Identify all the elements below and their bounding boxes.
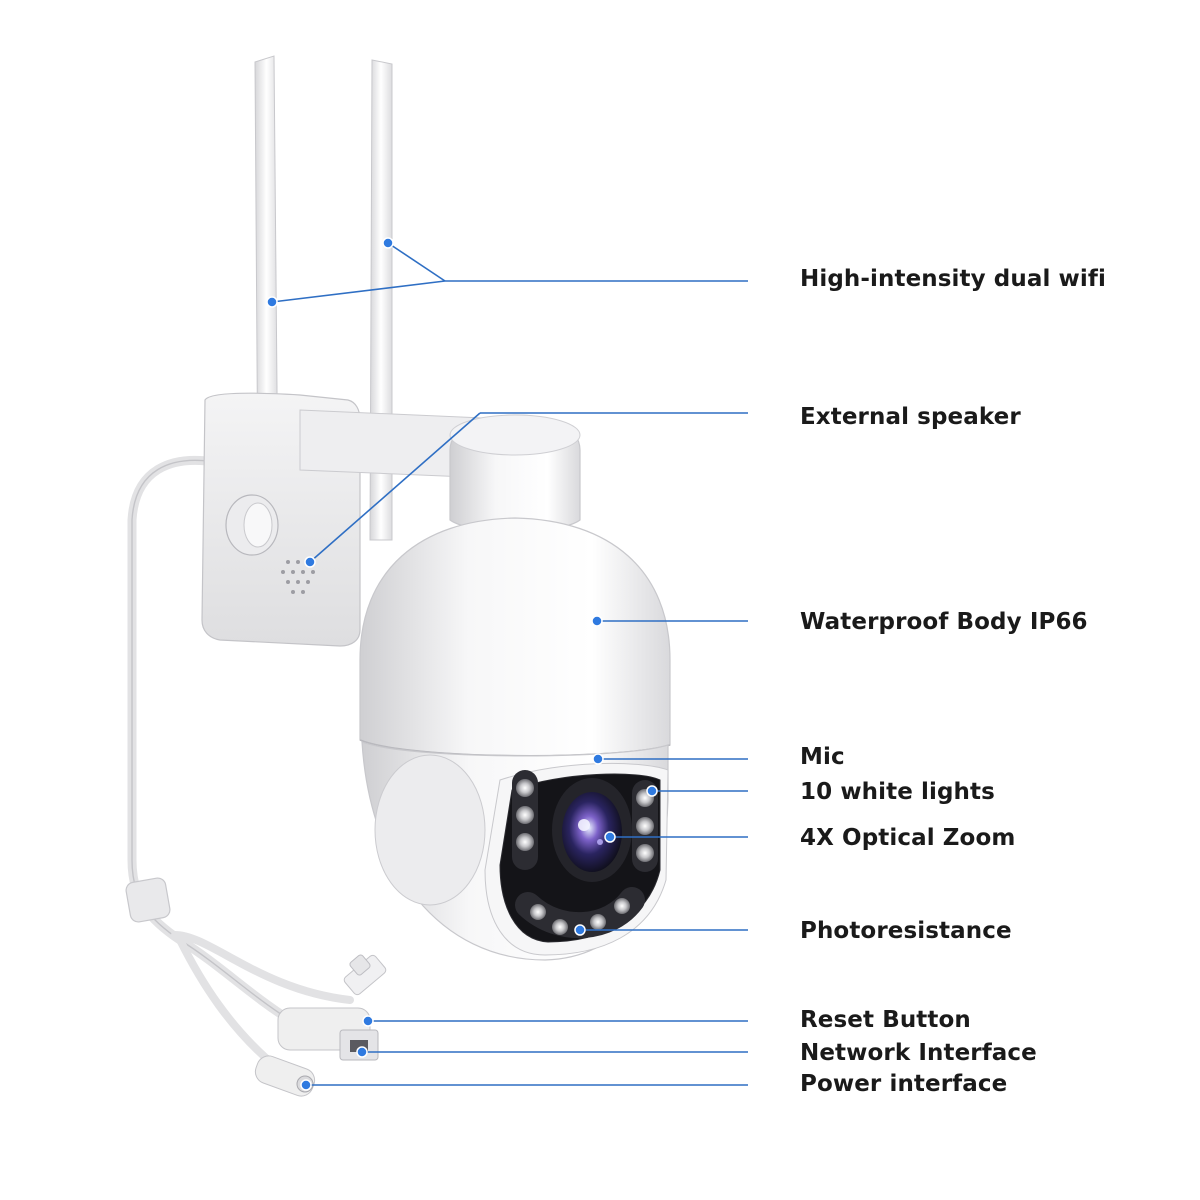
callout-label-power: Power interface — [800, 1071, 1008, 1097]
leader-lines — [266, 237, 748, 1091]
power-dot — [300, 1079, 312, 1091]
cable-connectors — [254, 954, 387, 1097]
leader-white-lights — [646, 785, 748, 797]
photoresistance-dot — [574, 924, 586, 936]
callout-label-body: Waterproof Body IP66 — [800, 609, 1088, 635]
optical-zoom-lens — [552, 778, 632, 882]
speaker-dot — [304, 556, 316, 568]
wifi-dot-right — [382, 237, 394, 249]
zoom-dot — [604, 831, 616, 843]
camera-neck — [449, 414, 581, 532]
leader-reset — [362, 1015, 748, 1027]
reset-button-connector — [343, 954, 387, 996]
callout-label-network: Network Interface — [800, 1040, 1037, 1066]
callout-label-speaker: External speaker — [800, 404, 1021, 430]
leader-mic — [592, 753, 748, 765]
wifi-dot-left — [266, 296, 278, 308]
antenna-mount-knob — [225, 494, 279, 556]
camera-dome — [359, 517, 671, 757]
network-interface-connector — [277, 1007, 379, 1061]
leader-power — [300, 1079, 748, 1091]
callout-label-zoom: 4X Optical Zoom — [800, 825, 1016, 851]
white-light-leds — [512, 770, 658, 938]
white-lights-dot — [646, 785, 658, 797]
network-dot — [356, 1046, 368, 1058]
power-cable — [125, 455, 354, 1074]
leader-photoresistance — [574, 924, 748, 936]
reset-dot — [362, 1015, 374, 1027]
callout-label-reset: Reset Button — [800, 1007, 971, 1033]
callout-label-mic: Mic — [800, 744, 845, 770]
callout-label-photoresistance: Photoresistance — [800, 918, 1012, 944]
callout-label-wifi: High-intensity dual wifi — [800, 266, 1106, 292]
callout-label-white-lights: 10 white lights — [800, 779, 995, 805]
leader-network — [356, 1046, 748, 1058]
mic-dot — [592, 753, 604, 765]
body-dot — [591, 615, 603, 627]
leader-zoom — [604, 831, 748, 843]
leader-speaker — [304, 412, 748, 568]
power-interface-connector — [254, 1055, 316, 1097]
leader-body — [591, 615, 748, 627]
leader-wifi — [266, 237, 748, 308]
